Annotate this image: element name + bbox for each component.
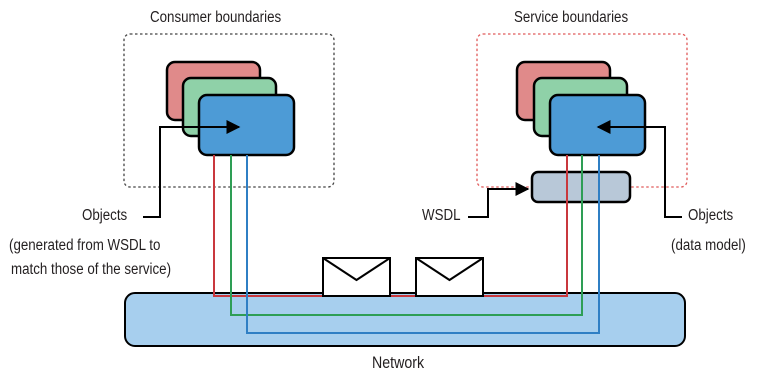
envelope-icon <box>415 257 484 297</box>
envelope-icon <box>322 257 391 297</box>
consumer-boundary <box>123 33 335 188</box>
objects-right-note: (data model) <box>671 237 746 254</box>
service-boundaries-title: Service boundaries <box>514 9 629 26</box>
objects-left-label: Objects <box>82 207 128 224</box>
service-object-stack <box>515 60 647 157</box>
object-box-blue <box>197 93 296 157</box>
objects-right-label: Objects <box>688 207 734 224</box>
network-bar <box>124 292 686 347</box>
callout-wsdl <box>468 182 530 218</box>
network-label: Network <box>372 354 425 372</box>
connection-blue <box>246 155 600 334</box>
connection-green <box>230 155 583 316</box>
callout-objects-left <box>143 120 241 218</box>
wsdl-label: WSDL <box>422 207 461 224</box>
consumer-object-stack <box>165 60 296 157</box>
objects-left-note-line1: (generated from WSDL to <box>9 237 161 254</box>
object-box-blue <box>548 93 647 157</box>
callout-objects-right <box>596 120 682 218</box>
consumer-boundaries-title: Consumer boundaries <box>150 9 282 26</box>
objects-left-note-line2: match those of the service) <box>11 261 172 278</box>
